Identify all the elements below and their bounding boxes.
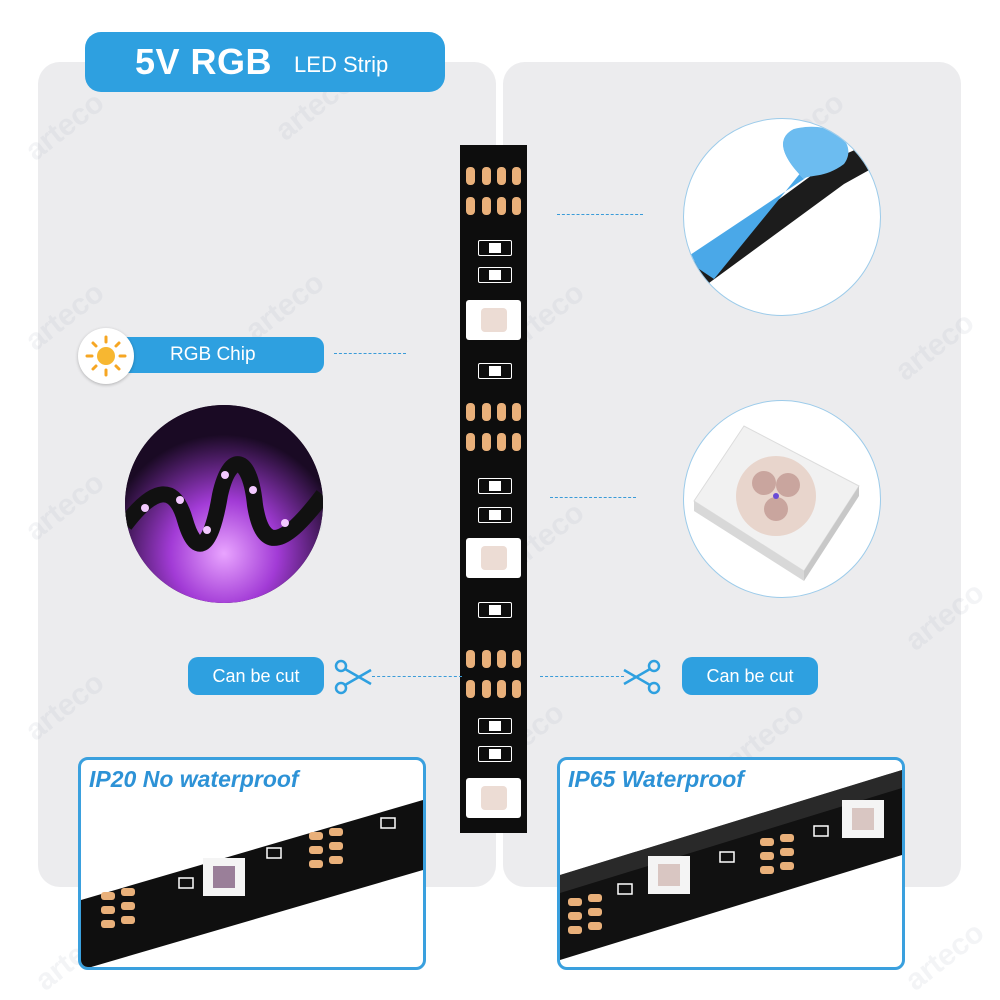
- cut-line-left: [372, 676, 462, 677]
- cut-line-right: [540, 676, 624, 677]
- cut-label-left: Can be cut: [212, 665, 300, 686]
- sun-icon: [78, 328, 134, 384]
- cut-label-right: Can be cut: [706, 665, 794, 686]
- watermark: arteco: [899, 915, 991, 998]
- cut-callout-right: Can be cut: [682, 657, 818, 695]
- led-chip: [466, 778, 521, 818]
- rgb-chip-closeup: [683, 400, 881, 598]
- purple-strip-photo: [125, 405, 323, 603]
- cut-callout-left: Can be cut: [188, 657, 324, 695]
- title-main: 5V RGB: [135, 41, 273, 82]
- adhesive-tape-detail: [683, 118, 881, 316]
- ip65-label: IP65 Waterproof: [568, 766, 744, 792]
- ip20-variant-card: IP20 No waterproof: [78, 757, 426, 970]
- scissors-icon: [622, 658, 662, 696]
- led-strip: [460, 145, 527, 833]
- rgb-chip-callout: RGB Chip: [100, 337, 324, 373]
- tape-leader-line: [557, 214, 643, 215]
- chip-closeup-leader-line: [550, 497, 636, 498]
- ip65-variant-card: IP65 Waterproof: [557, 757, 905, 970]
- title-sub: LED Strip: [294, 52, 389, 77]
- chip-leader-line: [334, 353, 406, 354]
- scissors-icon: [333, 658, 373, 696]
- rgb-chip-label: RGB Chip: [170, 344, 256, 365]
- led-chip: [466, 300, 521, 340]
- ip20-label: IP20 No waterproof: [89, 766, 299, 792]
- led-chip: [466, 538, 521, 578]
- title-banner: 5V RGB LED Strip: [85, 32, 445, 92]
